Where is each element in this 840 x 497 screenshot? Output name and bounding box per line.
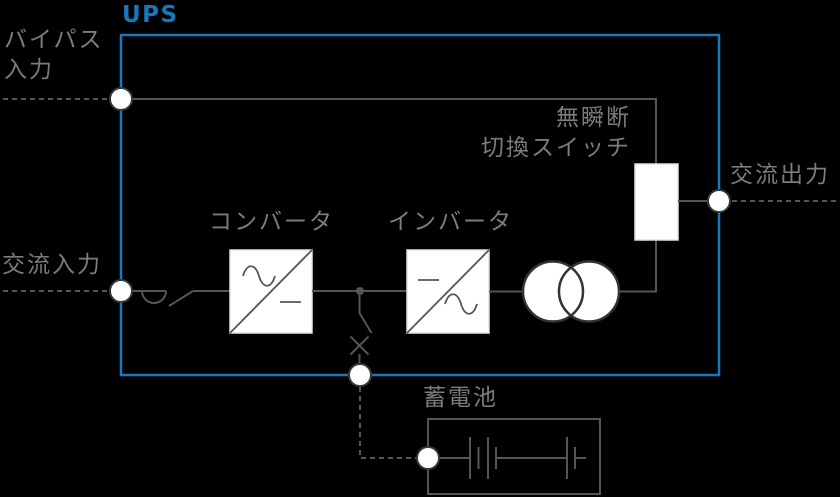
switch-arc (141, 290, 167, 304)
bypass-input-node (109, 87, 133, 111)
battery-branch-icon (349, 291, 373, 365)
ac-input-label: 交流入力 (2, 252, 102, 278)
battery-node (416, 446, 440, 470)
branch-switch-blade (358, 312, 373, 334)
ac-output-node (707, 189, 731, 213)
converter-label: コンバータ (209, 209, 334, 235)
converter-diagonal (229, 249, 313, 334)
ac-input-node (109, 279, 133, 303)
converter-ac-symbol (242, 265, 276, 287)
battery-branch-node (348, 363, 372, 387)
transformer-icon (521, 260, 621, 323)
inverter-label: インバータ (388, 209, 513, 235)
ups-title: UPS (122, 2, 179, 28)
bypass-input-label: バイパス 入力 (4, 27, 104, 83)
inverter-ac-symbol (444, 293, 478, 315)
converter-icon (229, 249, 313, 334)
bypass-wire-path (121, 98, 657, 164)
inverter-diagonal (406, 249, 490, 334)
transfer-switch-box (634, 163, 679, 241)
battery-label: 蓄電池 (423, 385, 498, 411)
ac-output-label: 交流出力 (730, 162, 830, 188)
battery-cells-icon (439, 437, 586, 479)
transformer-output-wire (619, 240, 657, 293)
switch-blade (168, 290, 194, 307)
transfer-switch-label: 無瞬断 切換スイッチ (481, 105, 631, 161)
battery-icon (427, 418, 601, 495)
input-switch-icon (121, 290, 230, 307)
battery-dashed-line (359, 387, 416, 459)
inverter-icon (406, 249, 490, 334)
x-contact-icon (349, 335, 370, 356)
